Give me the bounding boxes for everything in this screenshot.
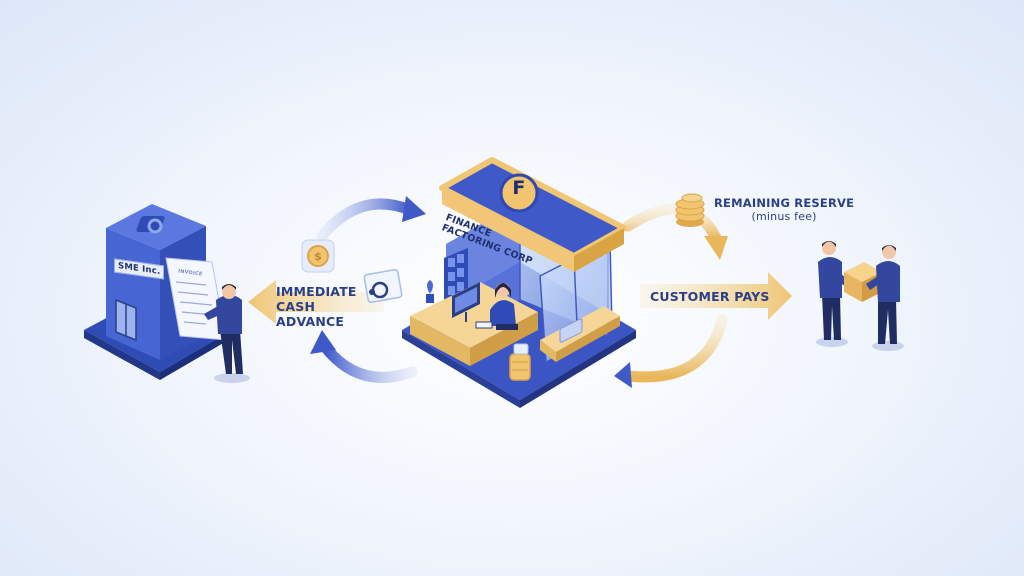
cash-advance-line1: IMMEDIATE <box>276 284 357 299</box>
left-cycle-arrows <box>310 196 426 383</box>
payment-return-arc <box>614 314 728 388</box>
cash-advance-label: IMMEDIATE CASH ADVANCE <box>276 284 386 329</box>
remaining-reserve-title: REMAINING RESERVE <box>714 196 855 210</box>
receptionist-person <box>475 283 518 330</box>
company-logo <box>499 173 539 213</box>
cash-advance-line2: CASH ADVANCE <box>276 299 345 329</box>
building-roof-emblem <box>136 216 165 234</box>
reserve-coins-icon <box>675 193 705 227</box>
cash-advance-arrow <box>248 280 384 324</box>
company-logo-letter: F <box>512 177 526 199</box>
sme-person <box>204 284 250 383</box>
money-card-icon <box>363 268 403 304</box>
reception-desk <box>410 282 538 366</box>
customer-handoff <box>816 241 904 351</box>
finance-factoring-office <box>402 157 636 408</box>
company-sign-roof <box>439 157 627 272</box>
file-shelf <box>444 248 468 302</box>
potted-plant <box>426 280 434 303</box>
customer-pays-label: CUSTOMER PAYS <box>650 289 770 304</box>
remaining-reserve-label: REMAINING RESERVE (minus fee) <box>714 196 854 224</box>
computer-monitor <box>452 282 480 322</box>
customer-person-right <box>866 245 900 344</box>
side-counter <box>540 306 620 362</box>
minus-fee-note: (minus fee) <box>751 210 817 223</box>
customer-pays-arrow <box>640 272 792 320</box>
coin-stack <box>509 343 531 381</box>
svg-text:$: $ <box>314 250 322 263</box>
coin-icon: $ <box>301 239 335 273</box>
